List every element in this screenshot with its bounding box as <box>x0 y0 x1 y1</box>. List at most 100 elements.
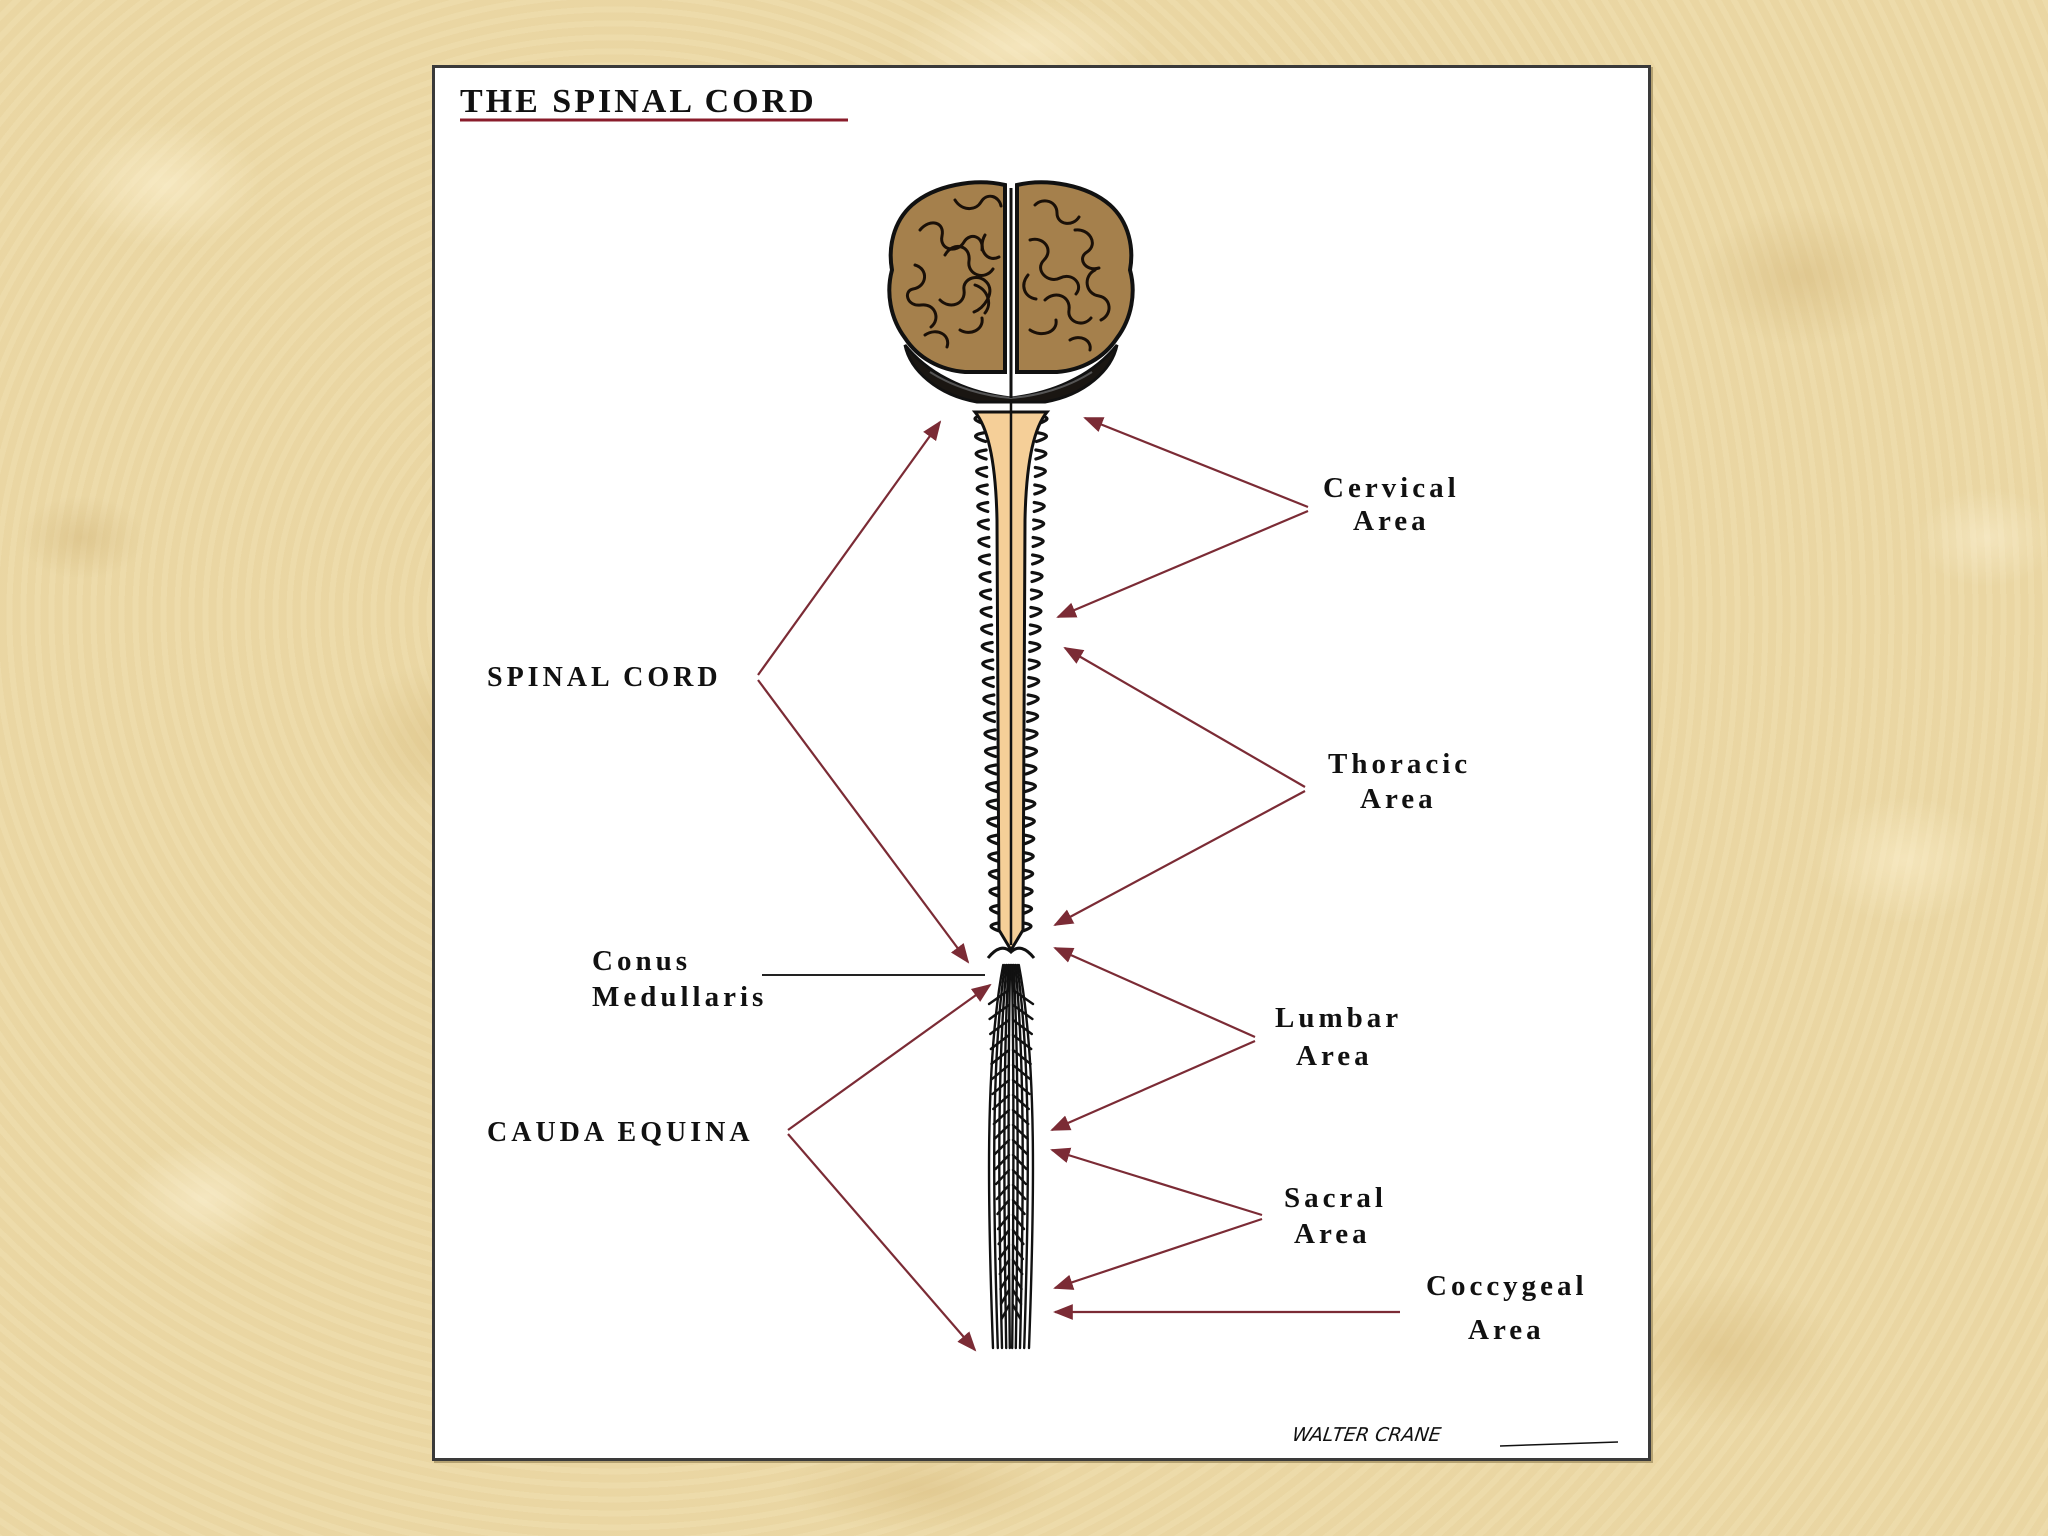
nerve-root-right <box>1030 553 1045 566</box>
nerve-root-left <box>974 448 988 461</box>
cauda-branch <box>1011 1303 1022 1321</box>
thoracic-pointer <box>1053 647 1306 926</box>
label-cervical-area: Area <box>1353 505 1430 537</box>
nerve-root-right <box>1034 448 1048 461</box>
cauda-branch <box>992 1108 1011 1126</box>
brain-illustration <box>887 180 1135 404</box>
nerve-root-left <box>975 465 989 479</box>
nerve-root-left <box>982 710 996 724</box>
nerve-root-right <box>1028 640 1042 654</box>
artist-signature: WALTER CRANE <box>1291 1423 1444 1446</box>
nerve-root-left <box>981 675 995 689</box>
nerve-root-left <box>987 868 1001 881</box>
cauda-strand <box>1015 963 1029 1350</box>
cauda-branch <box>1011 1003 1034 1021</box>
cauda-branch <box>1011 1288 1023 1306</box>
cauda-branch <box>997 1228 1011 1246</box>
cauda-branch <box>988 1003 1011 1021</box>
cauda-branch <box>1011 1153 1028 1171</box>
cauda-branch <box>993 1123 1011 1141</box>
cauda-branch <box>992 1093 1011 1111</box>
label-thoracic-area: Area <box>1360 783 1437 815</box>
nerve-root-left <box>977 535 991 549</box>
nerve-root-right <box>1025 728 1039 741</box>
lumbar-pointer <box>1050 946 1256 1132</box>
cauda-branch <box>987 988 1011 1006</box>
nerve-root-left <box>978 570 992 584</box>
cauda-strand <box>987 963 1005 1350</box>
nerve-root-left <box>973 430 988 444</box>
cauda-branch <box>1011 1258 1024 1276</box>
cauda-branch <box>1011 1273 1023 1291</box>
nerve-root-right <box>1029 605 1043 619</box>
cauda-branch <box>1011 1048 1032 1066</box>
nerve-root-left <box>981 658 995 671</box>
nerve-root-left <box>984 780 999 794</box>
nerve-root-left <box>983 745 998 759</box>
nerve-root-right <box>1021 868 1035 881</box>
cauda-branch <box>1011 1063 1032 1081</box>
nerve-root-left <box>983 728 997 741</box>
nerve-root-right <box>1024 745 1039 759</box>
cauda-branch <box>996 1198 1011 1216</box>
label-lumbar: Lumbar <box>1275 1002 1402 1034</box>
cauda-branch <box>999 1288 1011 1306</box>
nerve-root-left <box>975 483 989 496</box>
cauda-branch <box>1011 1093 1030 1111</box>
cauda-branch <box>1011 1213 1026 1231</box>
cervical-pointer <box>1056 416 1309 619</box>
label-thoracic: Thoracic <box>1328 748 1471 780</box>
nerve-root-left <box>985 798 999 811</box>
nerve-root-right <box>1023 780 1038 794</box>
nerve-root-right <box>1027 675 1041 689</box>
label-conus: Conus <box>592 945 691 977</box>
cauda-branch <box>1011 1168 1027 1186</box>
nerve-root-right <box>1023 798 1037 811</box>
cauda-branch <box>1011 1228 1025 1246</box>
cauda-branch <box>1011 1108 1030 1126</box>
label-spinal-cord: SPINAL CORD <box>487 662 722 693</box>
label-sacral: Sacral <box>1284 1182 1387 1214</box>
sacral-pointer <box>1050 1147 1263 1290</box>
nerve-root-right <box>1028 623 1042 636</box>
cauda-branch <box>995 1168 1011 1186</box>
label-sacral-area: Area <box>1294 1218 1371 1250</box>
nerve-root-left <box>978 588 993 601</box>
cauda-equina-pointer <box>787 983 992 1352</box>
nerve-root-right <box>1022 815 1036 829</box>
nerve-root-right <box>1033 465 1047 479</box>
nerve-root-right <box>1032 518 1046 531</box>
nerve-root-left <box>980 640 994 654</box>
nerve-root-left <box>980 623 994 636</box>
nerve-root-right <box>1020 885 1034 899</box>
nerve-root-left <box>976 500 990 514</box>
cauda-branch <box>990 1048 1011 1066</box>
cauda-branch <box>996 1213 1011 1231</box>
label-lumbar-area: Area <box>1296 1040 1373 1072</box>
label-cauda-equina: CAUDA EQUINA <box>487 1117 754 1148</box>
cauda-branch <box>1011 1078 1031 1096</box>
nerve-root-left <box>976 518 990 531</box>
label-coccygeal-area: Area <box>1468 1314 1545 1346</box>
cauda-strand <box>1017 963 1035 1350</box>
label-coccygeal: Coccygeal <box>1426 1270 1588 1302</box>
cauda-branch <box>1011 1183 1027 1201</box>
nerve-root-right <box>1027 658 1041 671</box>
cauda-branch <box>994 1153 1011 1171</box>
nerve-root-right <box>1021 850 1035 864</box>
cauda-branch <box>989 1018 1011 1036</box>
nerve-root-right <box>1026 710 1040 724</box>
cauda-branch <box>1011 1243 1024 1261</box>
page-title: THE SPINAL CORD <box>460 83 817 120</box>
cauda-branch <box>1000 1303 1011 1321</box>
nerve-root-right <box>1033 483 1047 496</box>
cauda-strand <box>993 963 1007 1350</box>
nerve-root-right <box>1034 430 1049 444</box>
spinal-nerve-roots <box>973 413 1049 934</box>
label-medullaris: Medullaris <box>592 981 767 1013</box>
spinal-cord-illustration <box>971 400 1051 1350</box>
cauda-branch <box>998 1243 1011 1261</box>
cauda-branch <box>1011 1138 1029 1156</box>
nerve-root-right <box>1031 535 1045 549</box>
